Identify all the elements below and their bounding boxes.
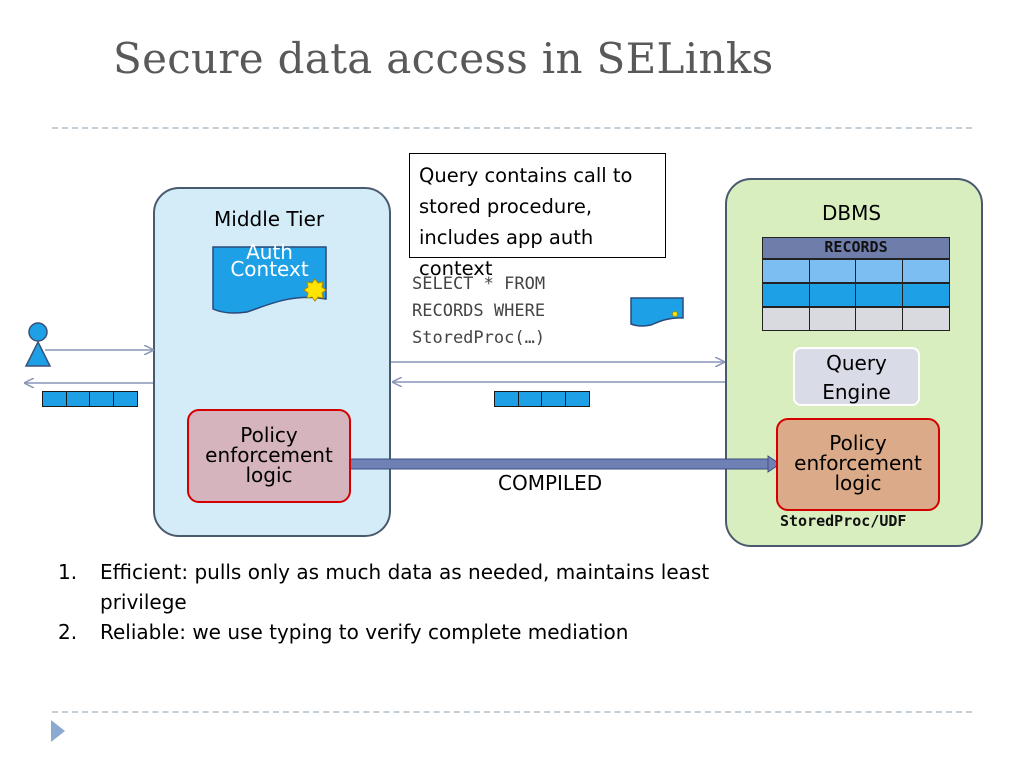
result-cell [65, 391, 91, 407]
auth-context-label: Auth Context [213, 240, 326, 281]
records-cell [762, 283, 811, 307]
query-engine-line-2: Engine [822, 380, 891, 404]
records-cell [901, 307, 950, 331]
conclusion-item: 2. Reliable: we use typing to verify com… [58, 617, 738, 647]
storedproc-label: StoredProc/UDF [780, 512, 907, 530]
compiled-label: COMPILED [498, 471, 603, 495]
middle-tier-policy-box: Policy enforcement logic [187, 409, 351, 503]
records-cell [808, 307, 857, 331]
result-cell [517, 391, 543, 407]
policy-line-3: logic [834, 471, 882, 495]
records-cell [808, 259, 857, 283]
query-engine-box: Query Engine [793, 347, 920, 406]
records-table-title: RECORDS [762, 237, 950, 259]
dbms-label: DBMS [822, 201, 882, 225]
records-cell [901, 283, 950, 307]
top-divider [52, 127, 972, 129]
records-cell [901, 259, 950, 283]
result-row-to-user [42, 391, 138, 407]
conclusion-number: 2. [58, 620, 78, 644]
records-row [762, 259, 950, 283]
middle-tier-label: Middle Tier [214, 207, 325, 231]
sql-query: SELECT * FROM RECORDS WHERE StoredProc(…) [412, 271, 612, 352]
bottom-divider [52, 711, 972, 713]
policy-line-1: Policy [829, 431, 887, 455]
conclusions-list: 1. Efficient: pulls only as much data as… [58, 557, 738, 647]
result-cell [112, 391, 138, 407]
query-callout: Query contains call to stored procedure,… [409, 153, 666, 280]
auth-context-line-1: Auth [246, 240, 293, 264]
records-row [762, 283, 950, 307]
records-cell [762, 259, 811, 283]
records-row [762, 307, 950, 331]
sql-line-3: StoredProc(…) [412, 328, 546, 348]
result-cell [42, 391, 67, 407]
policy-line-1: Policy [240, 423, 298, 447]
policy-line-3: logic [245, 463, 293, 487]
records-cell [808, 283, 857, 307]
records-cell [855, 307, 904, 331]
conclusion-item: 1. Efficient: pulls only as much data as… [58, 557, 738, 617]
result-cell [89, 391, 114, 407]
dbms-policy-box: Policy enforcement logic [776, 418, 940, 511]
conclusion-number: 1. [58, 560, 78, 584]
sql-line-1: SELECT * FROM [412, 274, 546, 294]
sql-line-2: RECORDS WHERE [412, 301, 546, 321]
result-cell [494, 391, 519, 407]
slide-title: Secure data access in SELinks [113, 34, 774, 83]
auth-context-line-2: Context [230, 257, 309, 281]
play-arrow-icon[interactable] [51, 720, 65, 742]
seal-icon [303, 278, 327, 302]
result-row-to-middle [494, 391, 590, 407]
compiled-arrow [348, 455, 781, 473]
user-icon [24, 322, 52, 367]
auth-token-small-icon [630, 297, 684, 327]
query-engine-line-1: Query [826, 351, 887, 375]
result-cell [541, 391, 566, 407]
conclusion-text: Efficient: pulls only as much data as ne… [100, 560, 710, 614]
policy-line-2: enforcement [205, 443, 333, 467]
records-cell [855, 259, 904, 283]
records-cell [762, 307, 811, 331]
result-cell [564, 391, 590, 407]
conclusion-text: Reliable: we use typing to verify comple… [100, 620, 629, 644]
policy-line-2: enforcement [794, 451, 922, 475]
records-cell [855, 283, 904, 307]
